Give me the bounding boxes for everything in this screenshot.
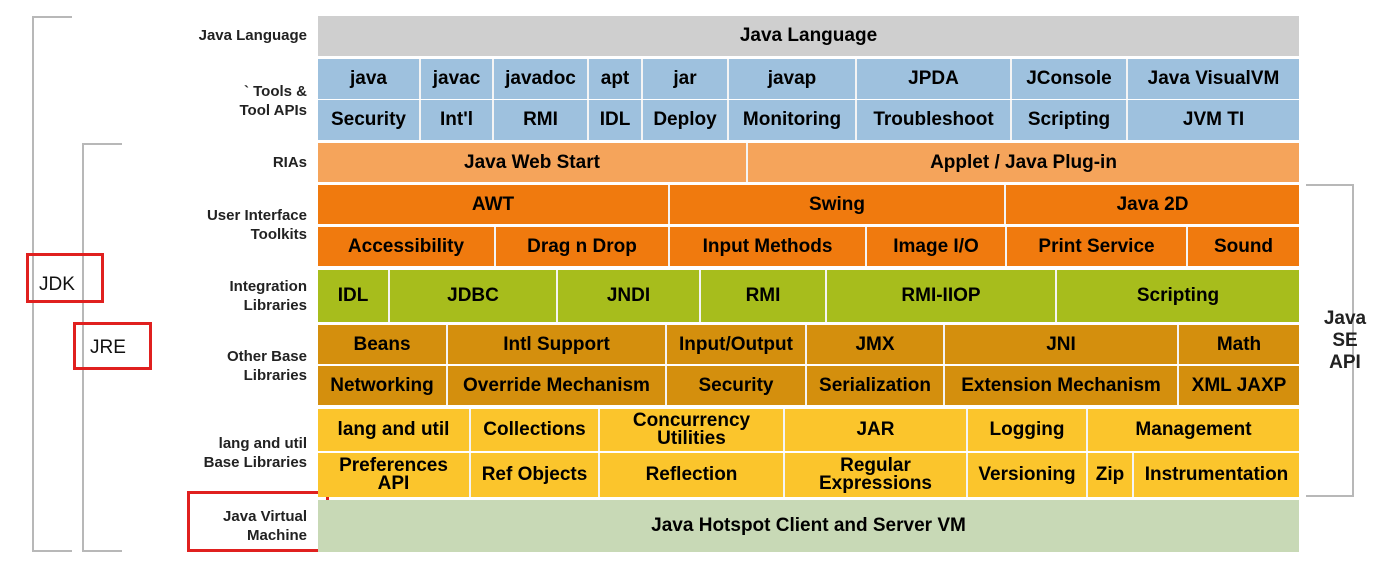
cell-versioning: Versioning — [968, 453, 1088, 497]
cell-accessibility: Accessibility — [318, 227, 496, 266]
cell-jar: jar — [643, 59, 729, 99]
cell-swing: Swing — [670, 185, 1006, 224]
cell-input-methods: Input Methods — [670, 227, 867, 266]
cell-regular-expressions: Regular Expressions — [785, 453, 968, 497]
cell-instrumentation: Instrumentation — [1134, 453, 1299, 497]
cell-drag-n-drop: Drag n Drop — [496, 227, 670, 266]
jre-box — [73, 322, 152, 370]
cell-jpda: JPDA — [857, 59, 1012, 99]
layer-label-rias: RIAs — [272, 154, 307, 171]
cell-override-mechanism: Override Mechanism — [448, 366, 667, 405]
cell-math: Math — [1179, 325, 1299, 364]
row-lang-util-1: lang and util Collections Concurrency Ut… — [318, 409, 1299, 451]
cell-java-visualvm: Java VisualVM — [1128, 59, 1299, 99]
cell-extension-mechanism: Extension Mechanism — [945, 366, 1179, 405]
jdk-bracket — [32, 16, 72, 552]
cell-rmi-tool: RMI — [494, 100, 589, 140]
cell-javap: javap — [729, 59, 857, 99]
cell-java: java — [318, 59, 421, 99]
row-jvm: Java Hotspot Client and Server VM — [318, 500, 1299, 552]
cell-input-output: Input/Output — [667, 325, 807, 364]
layer-label-tools: ` Tools & Tool APIs — [239, 83, 308, 119]
row-integration: IDL JDBC JNDI RMI RMI-IIOP Scripting — [318, 270, 1299, 322]
cell-scripting: Scripting — [1057, 270, 1299, 322]
cell-ref-objects: Ref Objects — [471, 453, 600, 497]
cell-apt: apt — [589, 59, 643, 99]
cell-monitoring: Monitoring — [729, 100, 857, 140]
layer-label-java-language: Java Language — [198, 27, 307, 44]
layer-label-ui-toolkits: User Interface Toolkits — [206, 207, 307, 243]
cell-concurrency-utilities: Concurrency Utilities — [600, 409, 785, 451]
cell-java-language: Java Language — [318, 16, 1299, 56]
cell-idl: IDL — [318, 270, 390, 322]
cell-awt: AWT — [318, 185, 670, 224]
cell-security-tool: Security — [318, 100, 421, 140]
row-java-language: Java Language — [318, 16, 1299, 56]
cell-logging: Logging — [968, 409, 1088, 451]
row-tools-1: java javac javadoc apt jar javap JPDA JC… — [318, 59, 1299, 99]
row-other-base-1: Beans Intl Support Input/Output JMX JNI … — [318, 325, 1299, 364]
cell-jndi: JNDI — [558, 270, 701, 322]
cell-java-web-start: Java Web Start — [318, 143, 748, 182]
row-lang-util-2: Preferences API Ref Objects Reflection R… — [318, 453, 1299, 497]
cell-intl: Int'l — [421, 100, 494, 140]
cell-sound: Sound — [1188, 227, 1299, 266]
layer-label-jvm: Java Virtual Machine — [223, 508, 307, 544]
cell-hotspot-vm: Java Hotspot Client and Server VM — [318, 500, 1299, 552]
cell-jni: JNI — [945, 325, 1179, 364]
cell-serialization: Serialization — [807, 366, 945, 405]
cell-scripting-tool: Scripting — [1012, 100, 1128, 140]
cell-collections: Collections — [471, 409, 600, 451]
jdk-box — [26, 253, 104, 303]
row-ui-1: AWT Swing Java 2D — [318, 185, 1299, 224]
java-se-api-label: Java SE API — [1323, 308, 1367, 373]
cell-preferences-api: Preferences API — [318, 453, 471, 497]
row-other-base-2: Networking Override Mechanism Security S… — [318, 366, 1299, 405]
cell-security: Security — [667, 366, 807, 405]
cell-java-2d: Java 2D — [1006, 185, 1299, 224]
cell-troubleshoot: Troubleshoot — [857, 100, 1012, 140]
java-se-api-bracket — [1306, 184, 1354, 497]
cell-deploy: Deploy — [643, 100, 729, 140]
cell-javadoc: javadoc — [494, 59, 589, 99]
cell-rmi: RMI — [701, 270, 827, 322]
cell-jar: JAR — [785, 409, 968, 451]
cell-reflection: Reflection — [600, 453, 785, 497]
cell-rmi-iiop: RMI-IIOP — [827, 270, 1057, 322]
cell-idl-tool: IDL — [589, 100, 643, 140]
jre-label: JRE — [90, 337, 126, 358]
row-rias: Java Web Start Applet / Java Plug-in — [318, 143, 1299, 182]
cell-xml-jaxp: XML JAXP — [1179, 366, 1299, 405]
cell-jconsole: JConsole — [1012, 59, 1128, 99]
cell-jvm-ti: JVM TI — [1128, 100, 1299, 140]
cell-print-service: Print Service — [1007, 227, 1188, 266]
jdk-label: JDK — [39, 274, 75, 295]
jre-bracket — [82, 143, 122, 552]
layer-label-lang-util: lang and util Base Libraries — [203, 435, 307, 471]
cell-beans: Beans — [318, 325, 448, 364]
cell-intl-support: Intl Support — [448, 325, 667, 364]
layer-label-integration: Integration Libraries — [229, 278, 308, 314]
row-ui-2: Accessibility Drag n Drop Input Methods … — [318, 227, 1299, 266]
cell-jmx: JMX — [807, 325, 945, 364]
cell-javac: javac — [421, 59, 494, 99]
cell-management: Management — [1088, 409, 1299, 451]
cell-jdbc: JDBC — [390, 270, 558, 322]
cell-image-io: Image I/O — [867, 227, 1007, 266]
cell-applet-plugin: Applet / Java Plug-in — [748, 143, 1299, 182]
cell-lang-and-util: lang and util — [318, 409, 471, 451]
row-tools-2: Security Int'l RMI IDL Deploy Monitoring… — [318, 100, 1299, 140]
cell-zip: Zip — [1088, 453, 1134, 497]
layer-label-other-base: Other Base Libraries — [226, 348, 307, 384]
cell-networking: Networking — [318, 366, 448, 405]
